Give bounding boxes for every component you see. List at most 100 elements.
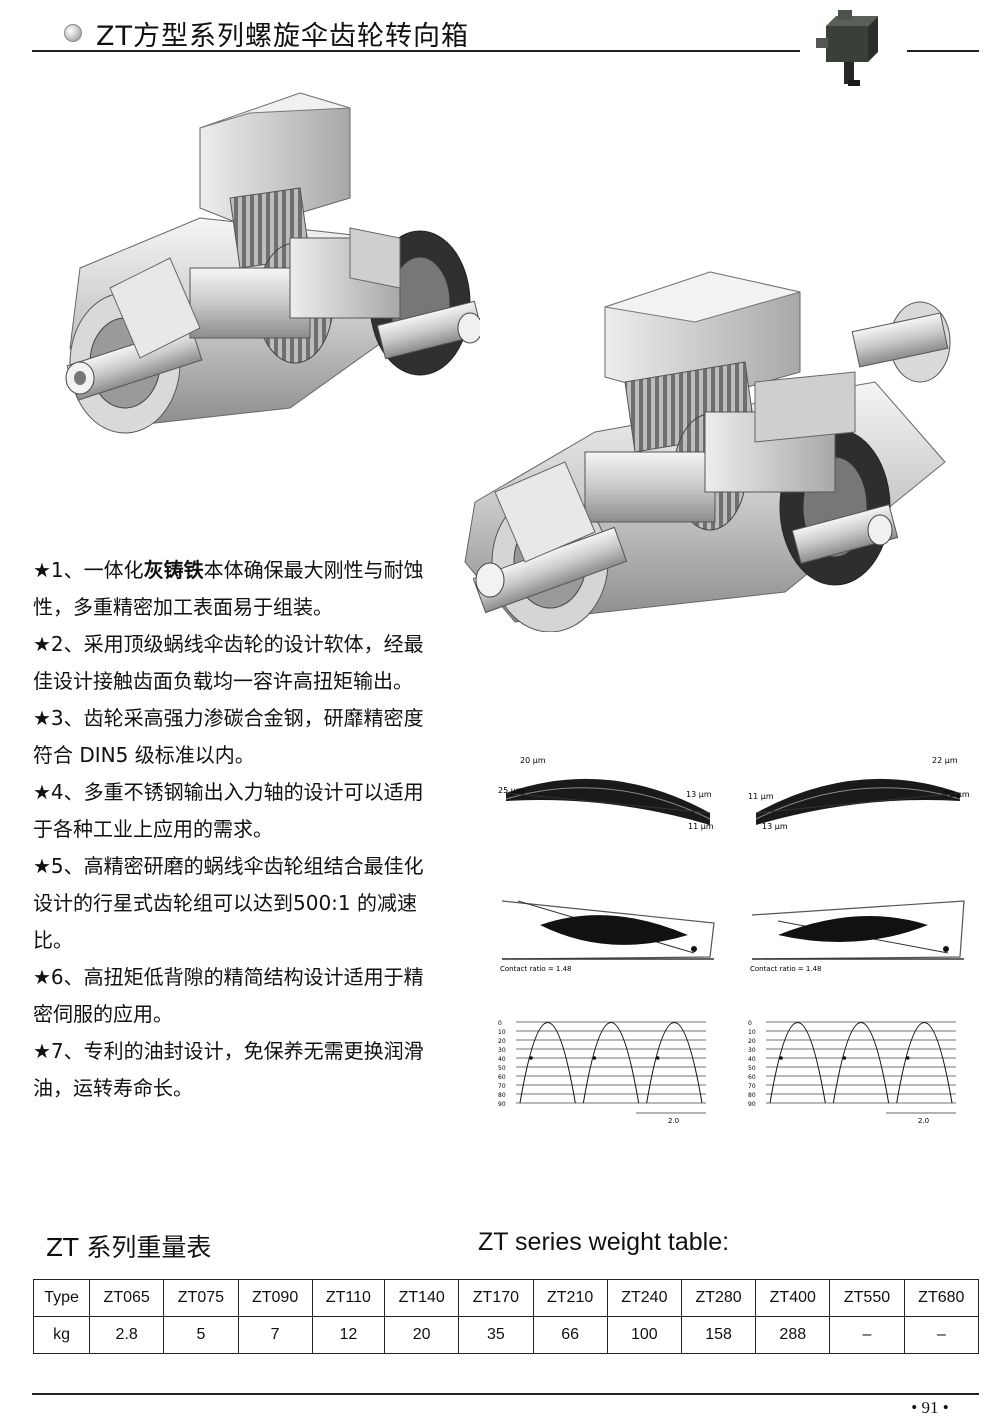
table-cell: ZT210: [532, 1279, 608, 1317]
table-cell: ZT400: [755, 1279, 831, 1317]
span-label: 2.0: [918, 1117, 929, 1125]
axis-tick-label: 0: [498, 1020, 502, 1027]
contact-pattern-diagram-right: Contact ratio = 1.48: [750, 900, 965, 973]
deflection-label: 25 μm: [498, 786, 524, 795]
feature-item: ★1、一体化灰铸铁本体确保最大刚性与耐蚀性，多重精密加工表面易于组装。: [33, 552, 433, 626]
feature-item: ★2、采用顶级蜗线伞齿轮的设计软体，经最佳设计接触齿面负载均一容许高扭矩输出。: [33, 632, 424, 693]
deflection-label: 13 μm: [762, 822, 788, 831]
axis-tick-label: 30: [498, 1047, 506, 1054]
page-title: ZT方型系列螺旋伞齿轮转向箱: [96, 21, 469, 52]
axis-tick-label: 10: [498, 1029, 506, 1036]
header-rule-right: [907, 50, 979, 52]
feature-item: ★6、高扭矩低背隙的精简结构设计适用于精密伺服的应用。: [33, 965, 424, 1026]
table-cell: 7: [237, 1316, 313, 1354]
gearbox-thumbnail-image: [816, 10, 878, 86]
table-header-row: Type ZT065 ZT075 ZT090 ZT110 ZT140 ZT170…: [32, 1279, 980, 1317]
gearbox-cutaway-illustration-1: [65, 92, 480, 434]
table-cell: ZT090: [237, 1279, 313, 1317]
axis-tick-label: 40: [498, 1056, 506, 1063]
table-cell: 2.8: [89, 1316, 165, 1354]
header-rule: [32, 50, 800, 52]
feature-item: ★4、多重不锈钢输出入力轴的设计可以适用于各种工业上应用的需求。: [33, 780, 424, 841]
feature-item: ★3、齿轮采高强力渗碳合金钢，研靡精密度符合 DIN5 级标准以内。: [33, 706, 424, 767]
curve-point: [779, 1056, 783, 1060]
weight-table: Type ZT065 ZT075 ZT090 ZT110 ZT140 ZT170…: [32, 1279, 980, 1354]
table-cell: 288: [755, 1316, 831, 1354]
feature-text: ★1、一体化: [33, 558, 144, 582]
feature-list: ★1、一体化灰铸铁本体确保最大刚性与耐蚀性，多重精密加工表面易于组装。 ★2、采…: [33, 552, 433, 1107]
table-cell: ZT170: [458, 1279, 534, 1317]
contact-ratio-label: Contact ratio = 1.48: [500, 965, 572, 973]
table-cell: 100: [606, 1316, 682, 1354]
table-cell: ZT075: [163, 1279, 239, 1317]
page-number: • 91 •: [911, 1398, 949, 1417]
table-cell: ZT550: [829, 1279, 905, 1317]
axis-tick-label: 90: [748, 1101, 756, 1108]
table-cell: ZT680: [903, 1279, 980, 1317]
weight-table-title-cn: ZT 系列重量表: [46, 1233, 212, 1262]
deflection-label: 11 μm: [748, 792, 774, 801]
table-cell: –: [903, 1316, 980, 1354]
axis-tick-label: 70: [498, 1083, 506, 1090]
axis-tick-label: 90: [498, 1101, 506, 1108]
bullet-circle-icon: [64, 24, 82, 42]
error-curve: [582, 1022, 640, 1104]
error-curve: [646, 1022, 703, 1104]
curve-point: [529, 1056, 533, 1060]
feature-text: 本体确保最大刚性与耐蚀性，多重精密加工表面易于组装。: [33, 558, 424, 619]
feature-highlight: 灰铸铁: [143, 558, 204, 582]
deflection-label: 22 μm: [932, 756, 958, 765]
feature-item: ★7、专利的油封设计，免保养无需更换润滑油，运转寿命长。: [33, 1039, 424, 1100]
axis-tick-label: 70: [748, 1083, 756, 1090]
table-cell: 20: [384, 1316, 460, 1354]
axis-tick-label: 80: [498, 1092, 506, 1099]
deflection-label: 11 μm: [688, 822, 714, 831]
footer-rule: [32, 1393, 979, 1395]
table-cell: ZT240: [606, 1279, 682, 1317]
deflection-label: 13 μm: [686, 790, 712, 799]
table-cell: 5: [163, 1316, 239, 1354]
axis-tick-label: 10: [748, 1029, 756, 1036]
page-header: ZT方型系列螺旋伞齿轮转向箱: [0, 0, 1000, 86]
deflection-label: 20 μm: [520, 756, 546, 765]
deflection-label: 20 μm: [944, 790, 970, 799]
axis-tick-label: 80: [748, 1092, 756, 1099]
table-cell: kg: [32, 1316, 91, 1354]
axis-tick-label: 50: [498, 1065, 506, 1072]
contact-ratio-label: Contact ratio = 1.48: [750, 965, 822, 973]
curve-point: [842, 1056, 847, 1060]
span-label: 2.0: [668, 1117, 679, 1125]
table-row: kg 2.8 5 7 12 20 35 66 100 158 288 – –: [32, 1316, 980, 1354]
weight-table-title-en: ZT series weight table:: [478, 1228, 730, 1256]
tooth-deflection-diagram-left: 20 μm 25 μm 13 μm 11 μm: [498, 756, 714, 831]
axis-tick-label: 20: [498, 1038, 506, 1045]
axis-tick-label: 20: [748, 1038, 756, 1045]
gearbox-cutaway-illustration-2: [464, 271, 951, 632]
axis-tick-label: 30: [748, 1047, 756, 1054]
table-cell: ZT280: [680, 1279, 757, 1317]
contact-pattern-diagram-left: Contact ratio = 1.48: [500, 900, 715, 973]
error-curve: [832, 1022, 890, 1104]
table-cell: 66: [532, 1316, 608, 1354]
axis-tick-label: 50: [748, 1065, 756, 1072]
curve-point: [592, 1056, 597, 1060]
table-cell: 158: [680, 1316, 757, 1354]
curve-point: [655, 1056, 660, 1060]
axis-tick-label: 60: [498, 1074, 506, 1081]
table-cell: ZT065: [89, 1279, 165, 1317]
axis-tick-label: 0: [748, 1020, 752, 1027]
table-cell: 35: [458, 1316, 534, 1354]
table-cell: –: [829, 1316, 905, 1354]
axis-tick-label: 40: [748, 1056, 756, 1063]
table-cell: Type: [32, 1279, 91, 1317]
transmission-error-chart-left: 0 10 20 30 40 50 60 70 80 90 2.0: [498, 1020, 706, 1125]
feature-item: ★5、高精密研磨的蜗线伞齿轮组结合最佳化设计的行星式齿轮组可以达到500:1 的…: [33, 854, 424, 952]
error-curve: [769, 1022, 826, 1104]
table-cell: ZT140: [384, 1279, 460, 1317]
error-curve: [896, 1022, 953, 1104]
table-cell: ZT110: [311, 1279, 386, 1317]
table-cell: 12: [311, 1316, 386, 1354]
tooth-deflection-diagram-right: 22 μm 11 μm 20 μm 13 μm: [748, 756, 970, 831]
curve-point: [905, 1056, 910, 1060]
